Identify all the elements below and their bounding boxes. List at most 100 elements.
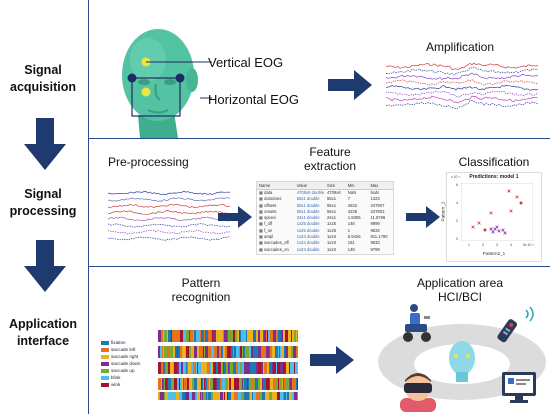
plot-xtick-5: 5 <box>523 243 525 247</box>
pattern-bar-segment <box>165 362 168 374</box>
pattern-bar-segment <box>220 378 222 390</box>
pattern-bar-segment <box>216 392 219 400</box>
pattern-bar-segment <box>261 346 262 358</box>
feature-table-cell: 24x1 <box>326 215 337 221</box>
pattern-bar-segment <box>258 330 260 342</box>
pattern-bar-segment <box>204 378 205 390</box>
amplified-trace-4 <box>386 79 538 86</box>
feature-table-cell: 55x1 double <box>296 202 320 208</box>
pattern-bar-segment <box>203 378 204 390</box>
feature-table-cell: 4709x6 <box>326 190 341 195</box>
pattern-bar-segment <box>278 346 279 358</box>
pattern-bar-segment <box>224 362 226 374</box>
pattern-bar-segment <box>179 392 182 400</box>
feature-table-cell: 1x24 <box>326 234 337 240</box>
pattern-bar-segment <box>221 392 223 400</box>
plot-ytick-6: 6 <box>456 183 458 187</box>
pattern-bar-segment <box>280 392 283 400</box>
pattern-bar-segment <box>254 378 255 390</box>
stage-application-interface: Application interface <box>8 317 78 348</box>
pattern-bar-segment <box>268 330 270 342</box>
pattern-bar-segment <box>284 392 286 400</box>
pattern-bar-segment <box>292 362 294 374</box>
amplified-signal-plot <box>386 62 538 110</box>
pattern-bar-segment <box>216 378 217 390</box>
scatter-point-2 <box>471 225 475 229</box>
pattern-bar-segment <box>297 378 298 390</box>
pattern-bar-segment <box>162 346 163 358</box>
pattern-bar-segment <box>217 378 220 390</box>
pattern-bar-segment <box>197 346 199 358</box>
row-divider-1 <box>88 138 550 139</box>
pattern-bar-segment <box>283 378 284 390</box>
preprocessed-trace-2 <box>108 197 230 202</box>
pattern-bar-segment <box>173 362 174 374</box>
pattern-bar-segment <box>292 392 294 400</box>
pattern-bar-segment <box>264 330 266 342</box>
pattern-bar-segment <box>226 362 228 374</box>
pattern-bar-segment <box>239 346 240 358</box>
pattern-bar-segment <box>164 392 165 400</box>
pattern-bar-segment <box>222 378 225 390</box>
pattern-bar-segment <box>181 362 183 374</box>
pattern-bar-segment <box>173 346 175 358</box>
pattern-bar-segment <box>263 378 266 390</box>
legend-label: saccade down <box>111 361 141 366</box>
pattern-bar-segment <box>193 330 194 342</box>
pattern-bar-segment <box>172 330 175 342</box>
pattern-bar-segment <box>173 392 176 400</box>
feature-table-cell: 55x1 <box>326 196 337 202</box>
pattern-bar-segment <box>291 330 292 342</box>
pattern-bar-segment <box>260 330 263 342</box>
pattern-bar-segment <box>249 378 252 390</box>
pattern-bar-segment <box>183 378 184 390</box>
pattern-bar-segment <box>253 392 256 400</box>
pattern-bar-segment <box>275 392 277 400</box>
pattern-bar-segment <box>178 330 179 342</box>
pattern-bar-segment <box>216 362 218 374</box>
amplified-trace-1 <box>386 62 538 71</box>
pattern-bar-segment <box>163 330 164 342</box>
pattern-bar-segment <box>294 362 295 374</box>
amplified-trace-8 <box>386 100 538 110</box>
pattern-bar-segment <box>294 392 297 400</box>
pattern-bar-segment <box>207 378 209 390</box>
application-area-title: Application area HCI/BCI <box>416 276 504 305</box>
pattern-bar-segment <box>200 392 201 400</box>
pattern-bar-segment <box>168 362 170 374</box>
pattern-bar-segment <box>268 346 269 358</box>
pattern-bar-segment <box>258 392 260 400</box>
pattern-bar-segment <box>176 392 179 400</box>
pattern-bar-segment <box>219 346 221 358</box>
pattern-bar-segment <box>236 362 238 374</box>
pattern-bar-segment <box>286 378 289 390</box>
pattern-bar-segment <box>285 362 286 374</box>
pattern-bar-segment <box>250 330 253 342</box>
pattern-bar-segment <box>227 330 228 342</box>
pattern-bar-segment <box>189 330 190 342</box>
pattern-bar-segment <box>192 392 194 400</box>
pattern-bar-segment <box>265 392 268 400</box>
plot-ytick-2: 2 <box>456 219 458 223</box>
pattern-bar-segment <box>285 346 288 358</box>
pattern-bar-segment <box>230 362 233 374</box>
pattern-bar-segment <box>274 330 276 342</box>
pattern-bar-segment <box>188 362 191 374</box>
legend-swatch <box>101 340 109 345</box>
pattern-bar-segment <box>279 378 282 390</box>
pattern-bar-segment <box>231 330 233 342</box>
feature-table-cell: ▦ saccades_off <box>259 240 289 246</box>
pattern-bar-segment <box>158 362 161 374</box>
pattern-bar-segment <box>201 330 204 342</box>
pattern-bar-segment <box>208 346 211 358</box>
pattern-bar-segment <box>217 346 219 358</box>
pattern-bar-segment <box>179 378 180 390</box>
pattern-bar-segment <box>208 330 210 342</box>
legend-swatch <box>101 361 109 366</box>
pattern-bar-segment <box>296 346 298 358</box>
pattern-bar-segment <box>258 362 261 374</box>
legend-item: fixation <box>101 340 126 345</box>
